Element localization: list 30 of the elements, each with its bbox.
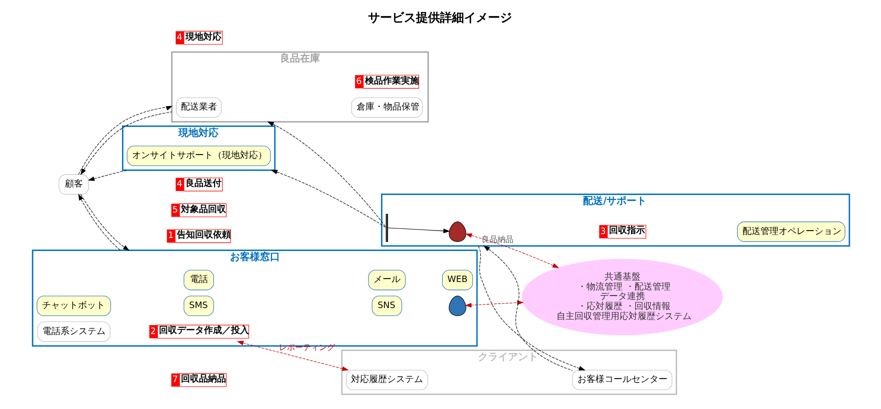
node-box: 配送業者 bbox=[175, 97, 222, 118]
arrow bbox=[80, 194, 130, 251]
node-box: 電話系システム bbox=[36, 322, 110, 342]
arrow bbox=[464, 233, 559, 268]
arrow bbox=[270, 170, 386, 228]
node-box: SMS bbox=[183, 296, 214, 316]
node-person bbox=[448, 296, 466, 316]
arrow bbox=[266, 121, 386, 228]
node-box: 顧客 bbox=[58, 174, 88, 195]
node-box: チャットボット bbox=[36, 296, 110, 316]
arrow bbox=[87, 170, 128, 181]
diagram-title: サービス提供詳細イメージ bbox=[367, 10, 512, 25]
arrow bbox=[78, 194, 120, 251]
arrow bbox=[464, 300, 524, 308]
node-box: 配送管理オペレーション bbox=[736, 222, 845, 242]
node-ellipse: 共通基盤 ・物流管理 ・配送管理 データ連携 ・応対履歴 ・回収情報 自主回収管理用応対履歴システム bbox=[521, 258, 722, 336]
node-box: オンサイトサポート（現地対応） bbox=[126, 146, 270, 166]
arrow bbox=[482, 246, 572, 371]
arrow bbox=[478, 246, 585, 370]
node-person bbox=[448, 222, 466, 242]
node-box: お客様コールセンター bbox=[572, 370, 672, 390]
node-bar bbox=[385, 214, 388, 242]
arrow bbox=[387, 228, 450, 234]
node-box: 電話 bbox=[183, 270, 214, 290]
node-box: SNS bbox=[371, 296, 402, 316]
arrow bbox=[236, 340, 348, 371]
node-box: 対応履歴システム bbox=[346, 370, 428, 390]
node-box: WEB bbox=[442, 270, 472, 290]
node-box: 倉庫・物品保管 bbox=[350, 97, 422, 118]
node-box: メール bbox=[368, 270, 406, 290]
